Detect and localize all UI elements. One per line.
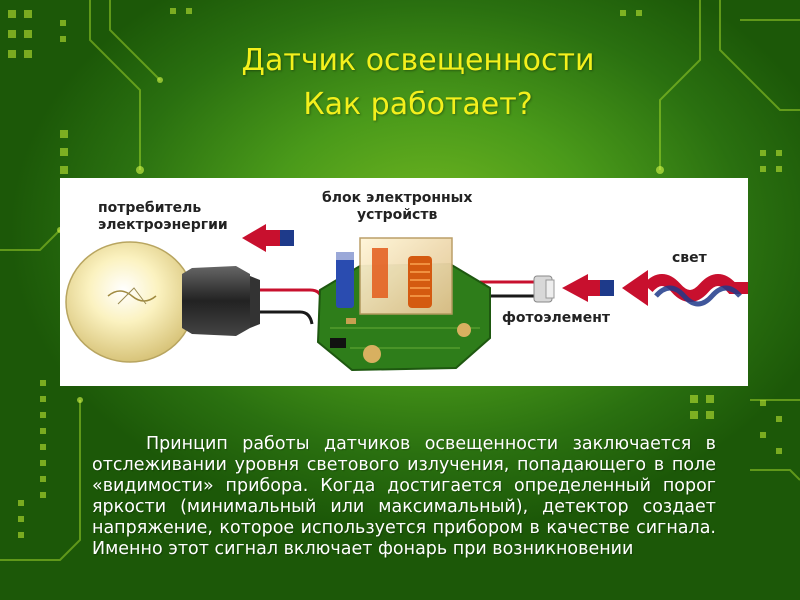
light-label: свет: [672, 250, 707, 266]
photoelement-icon: [533, 275, 555, 303]
pcb-board: [316, 237, 491, 372]
block-label-line-1: блок электронных: [322, 190, 473, 206]
description-paragraph: Принцип работы датчиков освещенности зак…: [92, 434, 716, 559]
consumer-label-line-1: потребитель: [98, 200, 202, 216]
consumer-label-line-2: электроэнергии: [98, 217, 228, 233]
light-bulb-icon: [65, 241, 260, 363]
diagram-drawing: [65, 224, 748, 372]
light-sensor-diagram: потребитель электроэнергии блок электрон…: [60, 178, 748, 386]
arrow-to-photoelement-icon: [562, 274, 614, 302]
slide-subtitle: Как работает?: [303, 87, 533, 122]
consumer-label: потребитель электроэнергии: [98, 200, 228, 234]
slide-title: Датчик освещенности: [241, 43, 595, 78]
photoelement-label: фотоэлемент: [502, 310, 611, 326]
light-wave-icon: [622, 270, 748, 307]
arrow-to-consumer-icon: [242, 224, 294, 252]
electronics-block-label: блок электронных устройств: [322, 190, 472, 224]
block-label-line-2: устройств: [357, 207, 438, 223]
